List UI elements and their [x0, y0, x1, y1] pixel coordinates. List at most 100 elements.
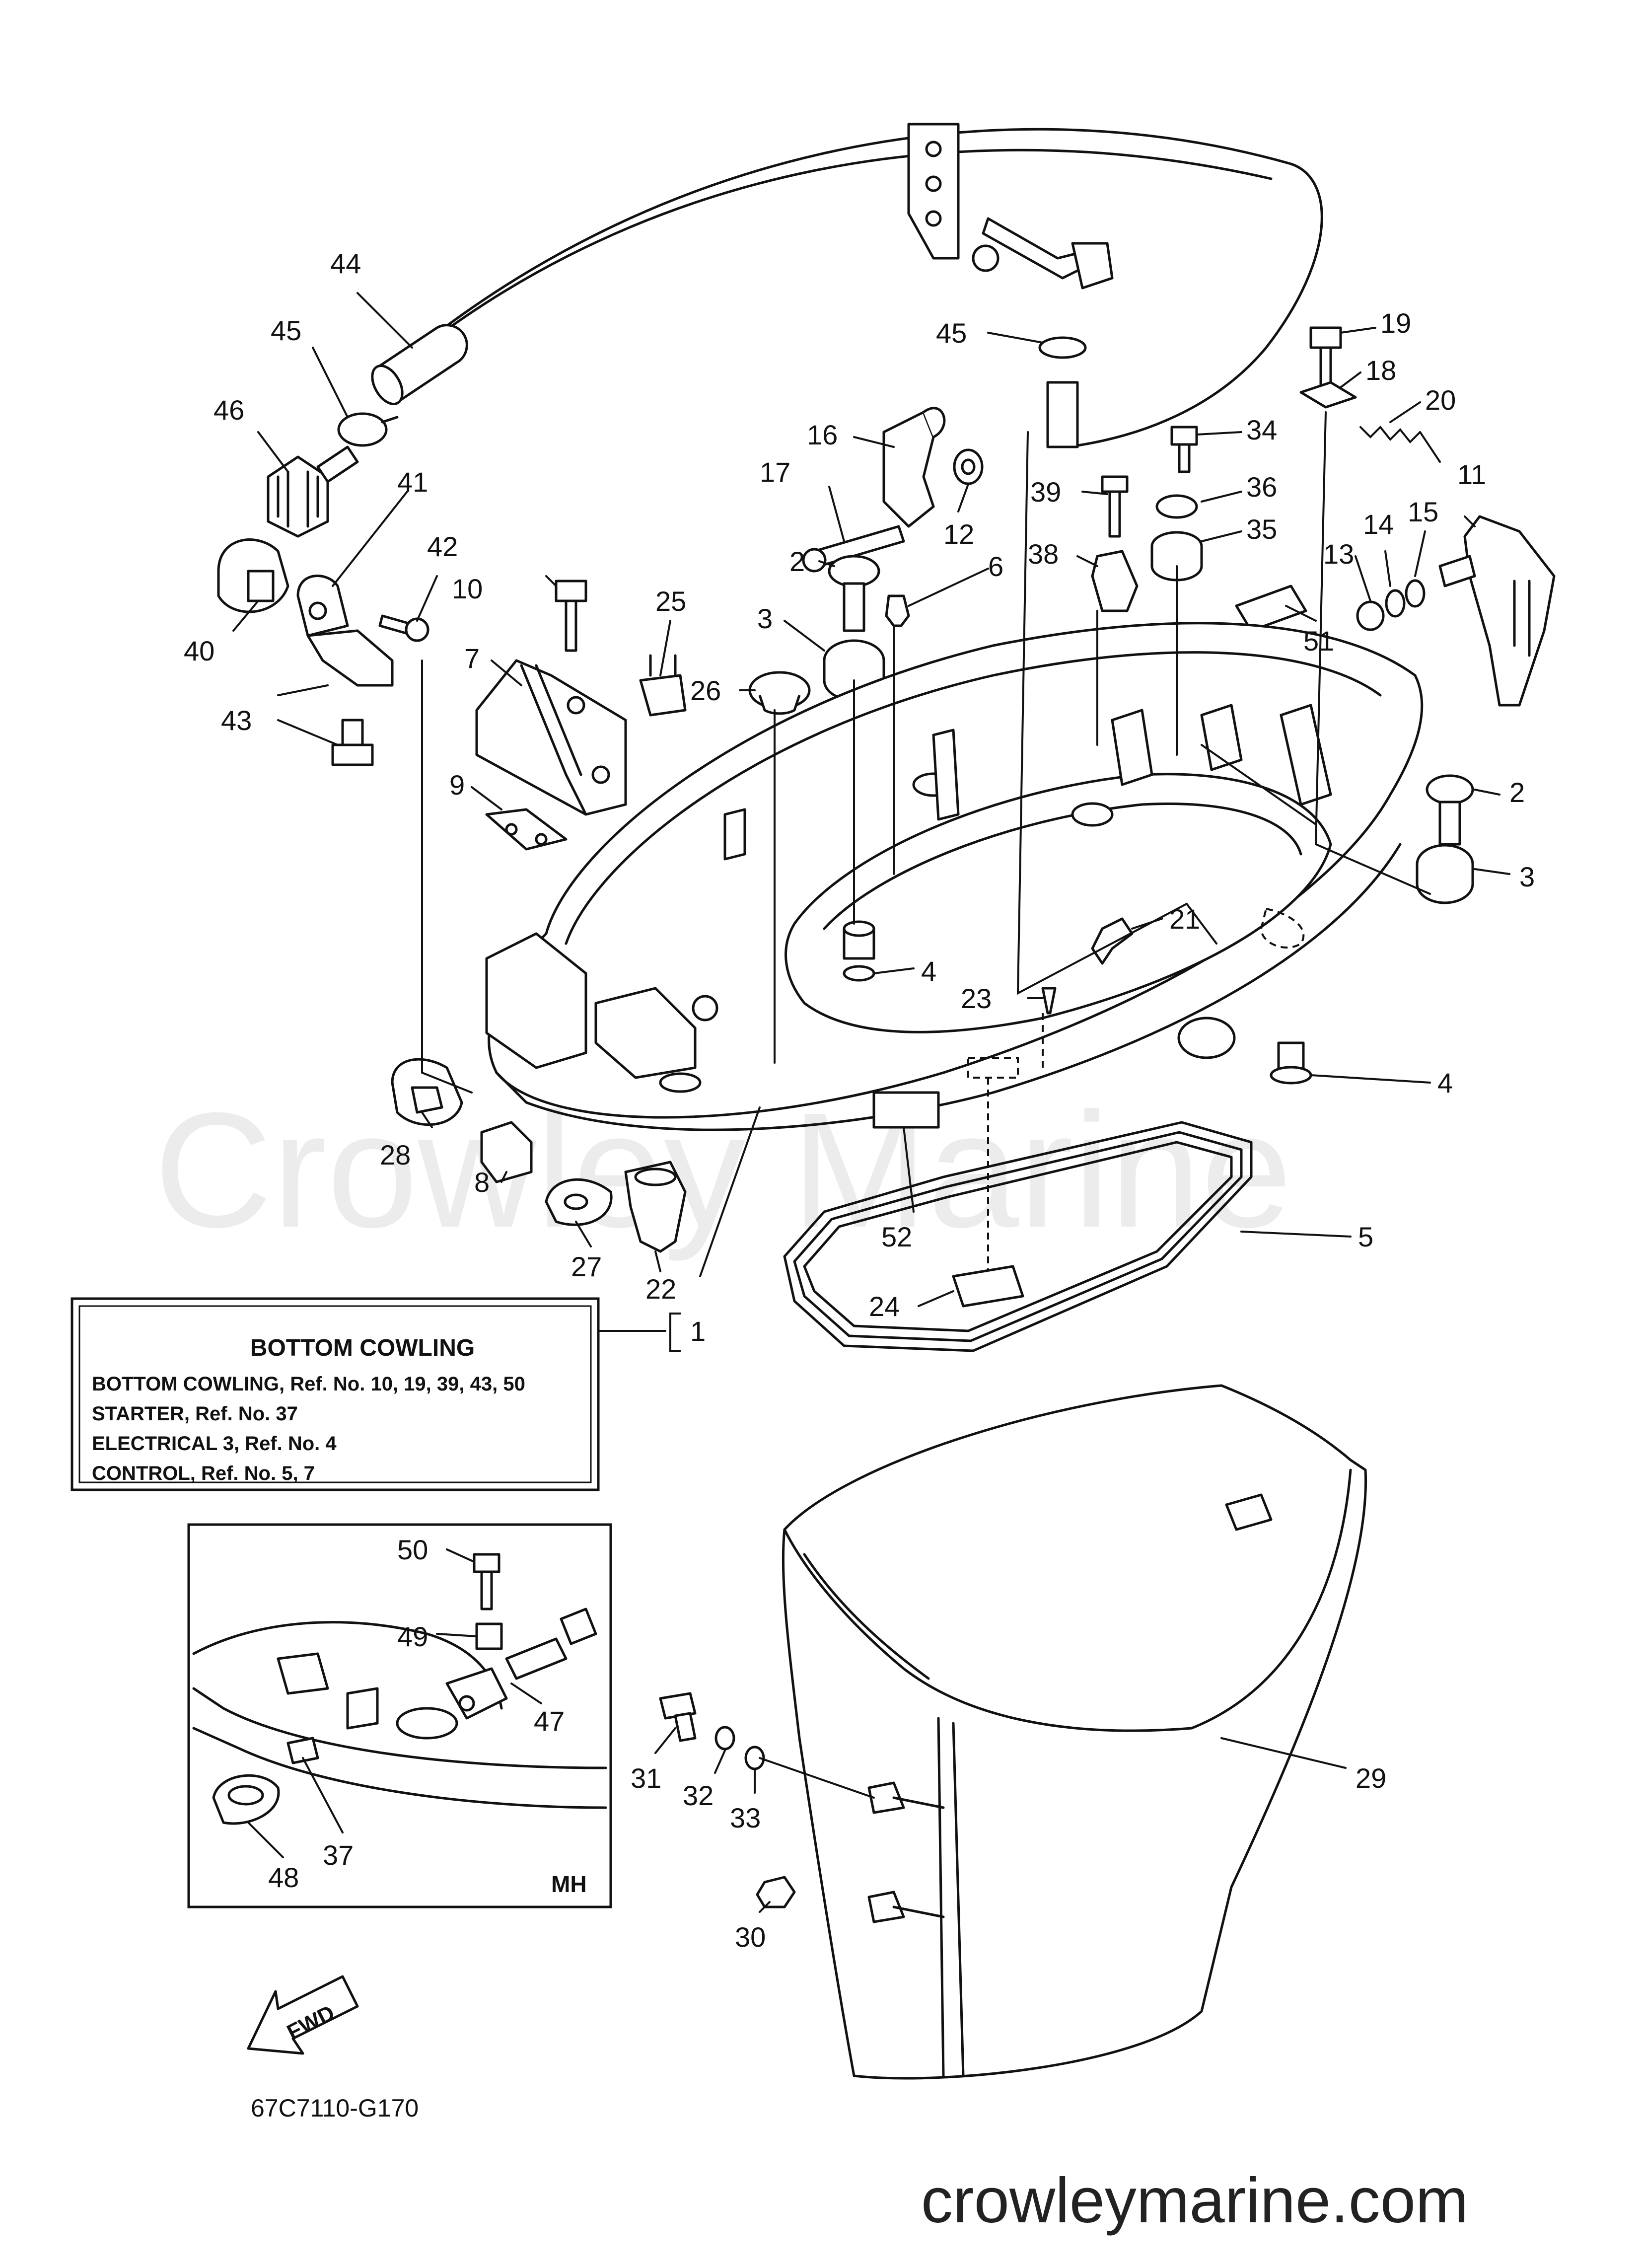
callout-11: 11: [1457, 459, 1486, 490]
callout-1: 1: [690, 1316, 706, 1347]
callout-52: 52: [881, 1221, 912, 1252]
info-box-title: BOTTOM COWLING: [250, 1335, 475, 1361]
callout-48: 48: [268, 1862, 299, 1893]
callout-30: 30: [735, 1921, 766, 1953]
clamp-part-45-right: [1038, 336, 1087, 448]
callout-32: 32: [683, 1780, 714, 1811]
spacer-part-49: [475, 1622, 503, 1650]
callout-7: 7: [464, 643, 480, 674]
bolt-part-10: [555, 580, 587, 652]
forward-arrow: FWD: [247, 1975, 359, 2055]
screw-part-42: [378, 614, 429, 642]
callout-44: 44: [330, 248, 361, 279]
screw-part-31: [659, 1692, 697, 1742]
callout-5: 5: [1358, 1221, 1373, 1252]
callout-42: 42: [427, 531, 458, 562]
callout-2-left: 2: [789, 546, 805, 577]
lever-part-16: [882, 407, 946, 528]
label-part-51: [1235, 585, 1307, 632]
callout-36: 36: [1246, 471, 1277, 503]
label-part-37: [286, 1737, 319, 1764]
callout-25: 25: [655, 585, 686, 617]
callout-50: 50: [397, 1534, 428, 1565]
grommet-part-12: [953, 448, 984, 485]
callout-38: 38: [1028, 538, 1059, 570]
bolt-part-43: [331, 719, 374, 766]
callout-13: 13: [1323, 538, 1354, 570]
callout-2-right: 2: [1509, 777, 1525, 808]
leader-lines: [232, 292, 1510, 1913]
callout-47: 47: [534, 1705, 565, 1737]
screw-part-21: [1091, 917, 1134, 965]
info-box-line-3: ELECTRICAL 3, Ref. No. 4: [92, 1433, 337, 1455]
top-cowl-outline: [381, 123, 1323, 448]
callout-24: 24: [869, 1291, 900, 1322]
seal-part-5: [783, 1121, 1253, 1352]
pin-part-23: [1041, 987, 1057, 1015]
block-part-8: [480, 1121, 533, 1183]
callout-45-left: 45: [271, 315, 301, 346]
callout-14: 14: [1363, 509, 1394, 540]
callout-27: 27: [571, 1251, 602, 1282]
bolt-part-19: [1309, 326, 1342, 394]
bracket-part-41: [296, 575, 394, 687]
callout-22: 22: [645, 1273, 676, 1305]
callout-18: 18: [1365, 355, 1396, 386]
bushing-part-13: [1356, 600, 1385, 631]
grommet-part-35: [1150, 531, 1203, 582]
callout-19: 19: [1380, 307, 1411, 339]
bracket-part-7: [475, 659, 627, 816]
grommet-part-48: [212, 1774, 280, 1825]
plate-part-18: [1299, 381, 1357, 409]
info-box-line-4: CONTROL, Ref. No. 5, 7: [92, 1463, 315, 1484]
bolt-part-34: [1170, 426, 1198, 473]
callout-3-right: 3: [1519, 861, 1535, 892]
callout-37: 37: [323, 1839, 354, 1871]
oring-part-15: [1405, 579, 1426, 608]
mount-part-38: [1091, 550, 1139, 612]
callout-34: 34: [1246, 414, 1277, 445]
callout-40: 40: [184, 635, 214, 666]
callout-31: 31: [631, 1762, 661, 1794]
lower-cowl-part-29: [782, 1384, 1367, 2080]
callout-16: 16: [807, 419, 838, 450]
bolt-part-17: [802, 525, 905, 573]
sensor-part-47: [445, 1608, 597, 1720]
fitting-part-46: [267, 445, 359, 538]
grommet-part-26: [748, 671, 811, 715]
callout-51: 51: [1303, 625, 1334, 657]
screw-part-6: [885, 594, 910, 627]
bushing-part-4-right: [1270, 1041, 1312, 1085]
clamp-part-45-left: [337, 412, 399, 447]
washer-part-14: [1385, 589, 1406, 618]
grommet-part-28: [391, 1058, 463, 1126]
callout-3-left: 3: [757, 603, 773, 634]
callout-28: 28: [380, 1139, 411, 1171]
plate-part-9: [485, 808, 568, 851]
grommet-part-22: [624, 1161, 687, 1253]
bolt-part-2-right: [1426, 774, 1474, 846]
site-url: crowleymarine.com: [921, 2165, 1469, 2236]
washer-part-32: [714, 1726, 735, 1751]
callout-49: 49: [397, 1621, 428, 1652]
washer-part-33: [744, 1746, 765, 1770]
callout-41: 41: [397, 466, 428, 498]
callout-45-right: 45: [936, 317, 967, 349]
callout-6: 6: [988, 551, 1003, 582]
inset-mh-variant: MH: [187, 1523, 612, 1908]
callout-26: 26: [690, 675, 721, 706]
callout-35: 35: [1246, 513, 1277, 545]
bolt-part-50: [473, 1553, 500, 1610]
callout-4-left: 4: [921, 955, 936, 987]
callout-33: 33: [730, 1802, 761, 1833]
lever-part-11: [1438, 515, 1556, 707]
nut-part-30: [756, 1876, 796, 1908]
callout-10: 10: [452, 573, 483, 604]
callout-39: 39: [1030, 476, 1061, 508]
bottom-cowling-part-1: [485, 622, 1424, 1131]
callout-43: 43: [221, 705, 252, 736]
info-box: BOTTOM COWLING BOTTOM COWLING, Ref. No. …: [71, 1297, 681, 1491]
washer-part-36: [1155, 494, 1198, 519]
callout-4-right: 4: [1437, 1067, 1453, 1098]
